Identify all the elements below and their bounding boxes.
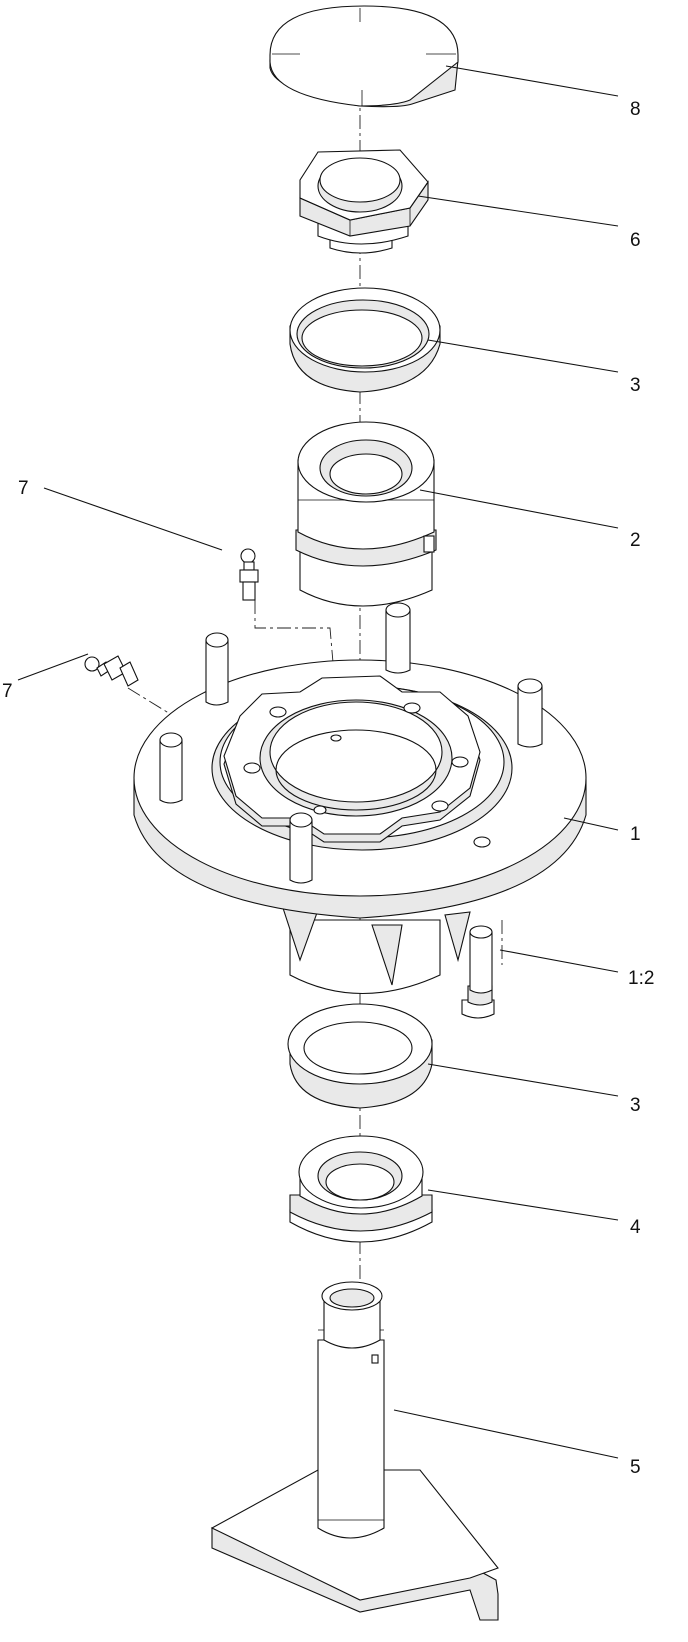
part-3-seal-bottom [287,1003,433,1109]
callout-2: 2 [630,530,641,551]
callout-5: 5 [630,1457,641,1478]
part-5-spindle [210,1281,499,1621]
leader-7-lower [17,653,89,681]
part-2-bearing [295,421,437,607]
callout-7-upper: 7 [18,478,29,499]
part-6-hex-nut [299,149,429,254]
leader-1-2 [499,949,619,973]
leader-3-top [427,339,619,373]
part-7-grease-fitting-lower [84,655,139,687]
callout-8: 8 [630,99,641,120]
callout-1: 1 [630,824,641,845]
leader-4 [427,1189,619,1221]
part-1-2-stud-bolt [461,925,495,1019]
callout-1-2: 1:2 [628,968,654,989]
leader-6 [417,195,619,227]
leader-3-bottom [427,1063,619,1097]
callout-3-bottom: 3 [630,1095,641,1116]
fitting-axis-upper [254,600,339,721]
leader-1 [563,817,619,831]
leader-lines [17,65,619,1459]
part-8-cap [269,5,459,108]
part-1-spindle-housing [133,602,587,994]
leader-5 [393,1409,619,1459]
callout-3-top: 3 [630,375,641,396]
part-3-seal-top [289,287,441,393]
part-7-grease-fitting-upper [239,548,259,601]
leader-8 [445,65,619,97]
callout-7-lower: 7 [2,681,13,702]
callout-4: 4 [630,1217,641,1238]
leader-7-upper [43,487,223,551]
part-4-bearing [289,1135,433,1243]
leader-2 [419,489,619,529]
callout-6: 6 [630,230,641,251]
